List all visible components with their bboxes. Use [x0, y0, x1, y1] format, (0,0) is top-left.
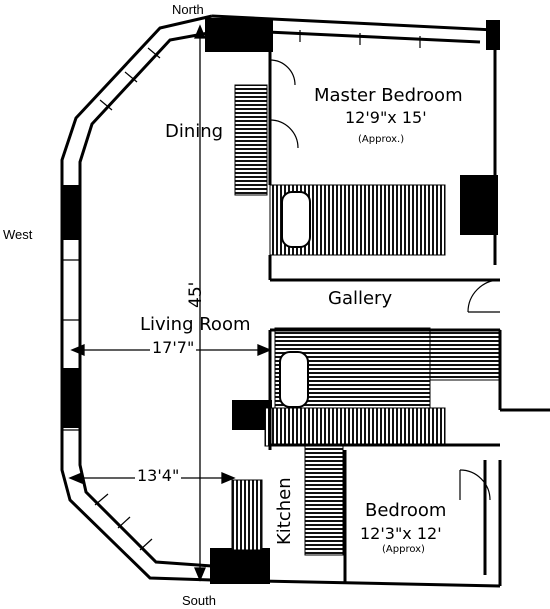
wall-blocks — [62, 18, 500, 584]
bedroom-size: 12'3"x 12' — [360, 524, 442, 543]
north-label: North — [172, 2, 204, 17]
living-width-dimension: 17'7" — [150, 338, 197, 357]
south-label: South — [182, 593, 216, 608]
door-swings — [269, 59, 501, 501]
bedroom-note: (Approx) — [382, 544, 425, 555]
length-dimension: 45' — [186, 281, 206, 308]
west-label: West — [3, 227, 33, 242]
kitchen-label: Kitchen — [274, 477, 295, 545]
dining-label: Dining — [165, 121, 224, 142]
master-bedroom-size: 12'9"x 15' — [345, 108, 427, 127]
living-room-label: Living Room — [140, 314, 251, 335]
gallery-label: Gallery — [328, 288, 393, 309]
window-mullions — [62, 30, 421, 551]
bedroom-label: Bedroom — [365, 500, 447, 521]
master-bedroom-label: Master Bedroom — [314, 85, 463, 106]
lower-width-dimension: 13'4" — [135, 466, 182, 485]
bathtubs — [279, 191, 311, 408]
master-bedroom-note: (Approx.) — [358, 134, 405, 145]
